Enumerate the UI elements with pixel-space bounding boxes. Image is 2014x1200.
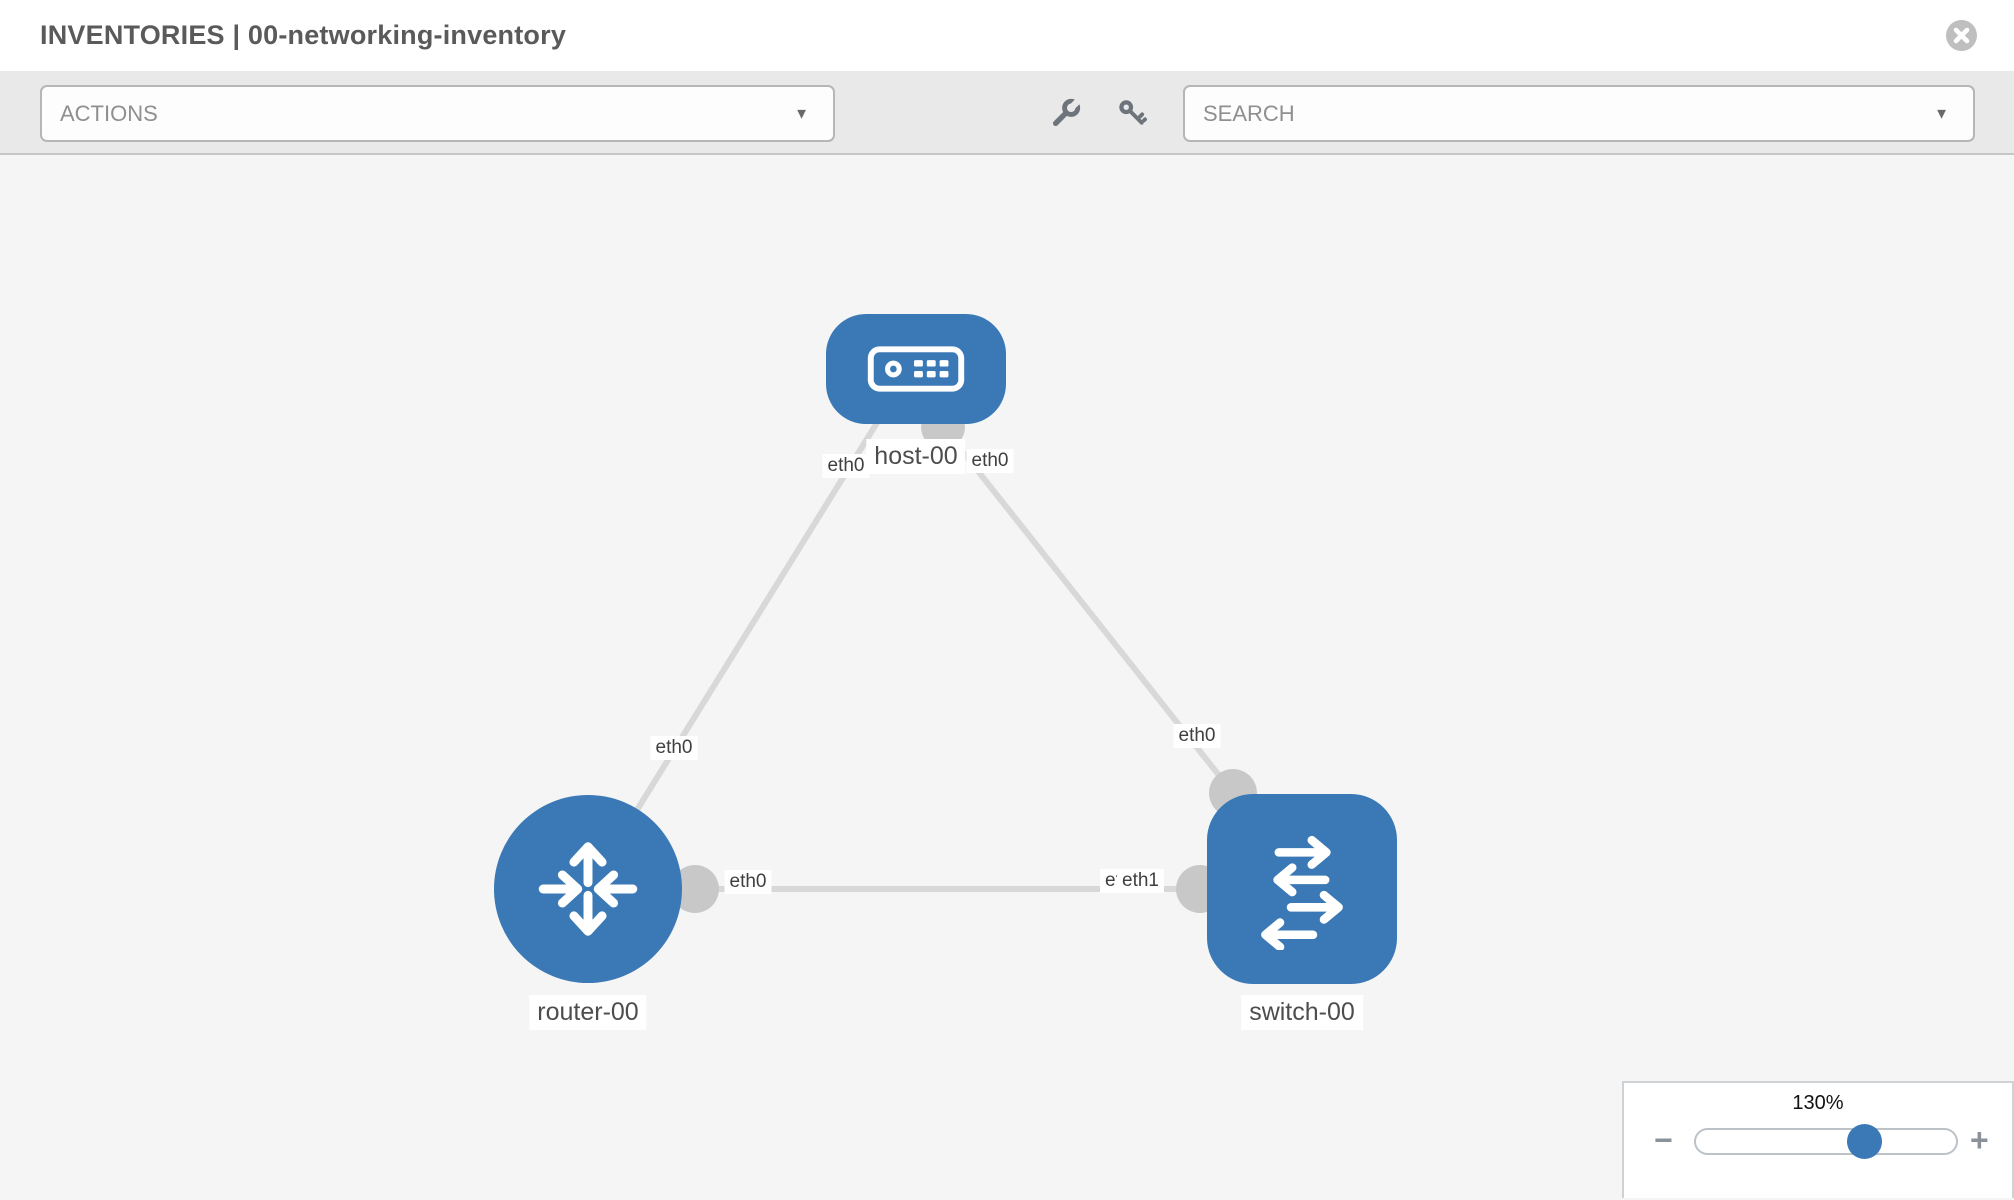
- if-label-host-eth0-left: eth0: [822, 454, 870, 478]
- key-icon: [1119, 100, 1147, 125]
- if-label-router-eth0: eth0: [724, 870, 772, 894]
- port-router-eth0: [671, 865, 719, 913]
- node-label-switch-00: switch-00: [1241, 995, 1363, 1030]
- if-label-host-eth0-right: eth0: [966, 449, 1014, 473]
- wrench-icon: [1052, 98, 1081, 127]
- actions-dropdown[interactable]: ACTIONS ▼: [40, 85, 835, 142]
- toolbar: ACTIONS ▼ SEARCH ▼: [0, 71, 2014, 155]
- caret-down-icon: ▼: [1934, 105, 1949, 122]
- close-icon: [1953, 27, 1970, 44]
- host-icon: [867, 346, 965, 392]
- zoom-out-button[interactable]: −: [1654, 1122, 1673, 1158]
- header: INVENTORIES | 00-networking-inventory: [0, 0, 2014, 71]
- caret-down-icon: ▼: [794, 105, 809, 122]
- topology-canvas[interactable]: host-00 router-00 switch-00 eth0 eth0 et…: [0, 155, 2014, 1198]
- search-dropdown[interactable]: SEARCH ▼: [1183, 85, 1975, 142]
- key-button[interactable]: [1115, 96, 1151, 132]
- page-title: INVENTORIES | 00-networking-inventory: [40, 20, 567, 50]
- zoom-level: 130%: [1792, 1092, 1844, 1114]
- search-placeholder: SEARCH: [1203, 100, 1295, 126]
- zoom-in-button[interactable]: +: [1970, 1122, 1989, 1158]
- if-label-router-eth0-uplink: eth0: [650, 736, 698, 760]
- node-label-host-00: host-00: [866, 439, 966, 474]
- node-host-00[interactable]: [826, 314, 1006, 424]
- zoom-slider-track[interactable]: [1694, 1128, 1958, 1155]
- zoom-control-panel: 130% − +: [1622, 1081, 2014, 1198]
- node-router-00[interactable]: [494, 795, 682, 983]
- close-button[interactable]: [1946, 20, 1977, 51]
- zoom-slider-handle[interactable]: [1847, 1124, 1882, 1159]
- router-icon: [538, 842, 638, 936]
- if-label-switch-eth0: eth0: [1173, 724, 1221, 748]
- wrench-button[interactable]: [1047, 96, 1083, 132]
- switch-icon: [1261, 835, 1343, 950]
- node-label-router-00: router-00: [529, 995, 647, 1030]
- edges-layer: [585, 405, 1257, 913]
- node-switch-00[interactable]: [1207, 794, 1397, 984]
- if-label-switch-eth1: eth1: [1117, 869, 1164, 893]
- actions-dropdown-label: ACTIONS: [60, 100, 158, 126]
